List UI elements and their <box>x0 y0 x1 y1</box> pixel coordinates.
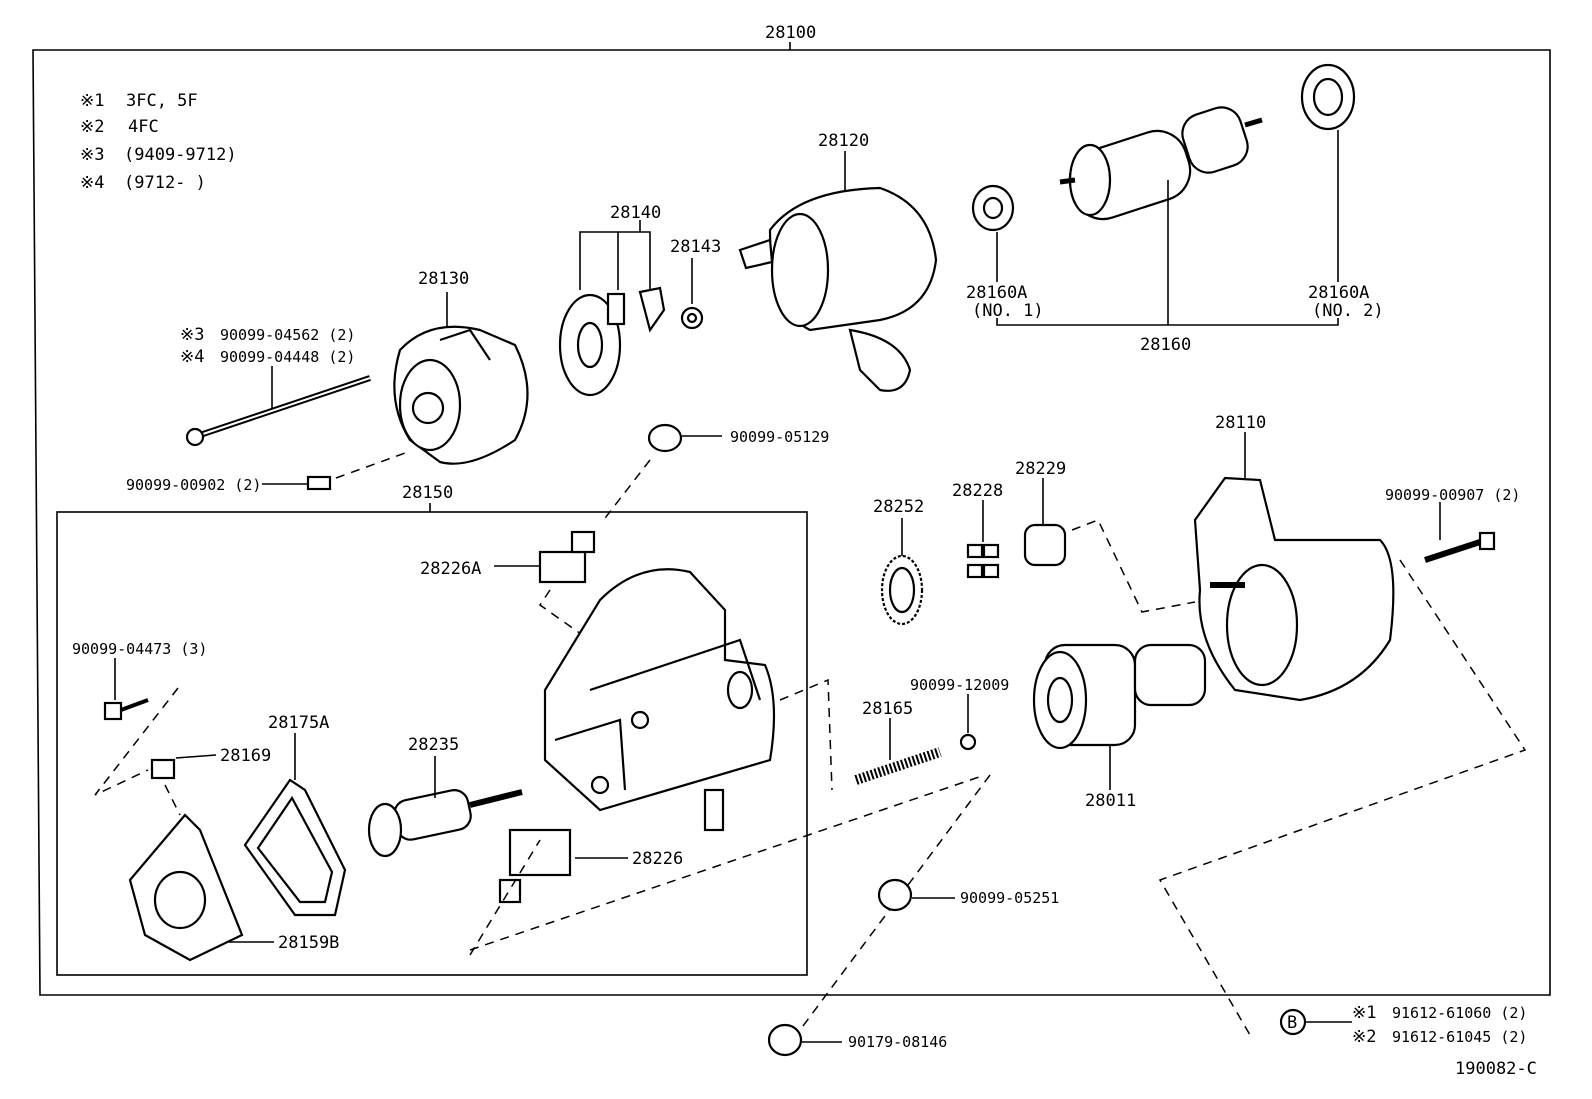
label-28110: 28110 <box>1215 413 1266 433</box>
part-28110-starter-housing <box>1193 432 1395 702</box>
note-2-text: 4FC <box>128 117 159 137</box>
label-28228: 28228 <box>952 481 1003 501</box>
part-28169-clip <box>150 754 217 816</box>
label-28226: 28226 <box>632 849 683 869</box>
note-3-mark: ※3 <box>80 145 104 165</box>
part-28160A-bearing-no1 <box>971 184 1015 282</box>
part-28226-contact-terminal <box>469 828 628 956</box>
label-28120: 28120 <box>818 131 869 151</box>
part-28011-starter-clutch <box>1032 643 1207 790</box>
label-bolt-90099-04473: 90099-04473 (3) <box>72 640 207 658</box>
bolt-note-4-mark: ※4 <box>180 347 204 367</box>
note-1-text: 3FC, 5F <box>126 91 198 111</box>
part-28252-idler-gear <box>880 518 924 626</box>
label-bolt-90099-00907: 90099-00907 (2) <box>1385 486 1520 504</box>
label-28160: 28160 <box>1140 335 1191 355</box>
callout-b: B <box>1279 1008 1352 1036</box>
part-28165-spring <box>854 718 942 785</box>
note-4-mark: ※4 <box>80 173 104 193</box>
part-28160-armature <box>1059 106 1263 325</box>
cap-90099-05251 <box>877 878 955 912</box>
part-28140-brush-holder <box>558 220 666 397</box>
cap-90099-05129 <box>601 423 722 523</box>
label-ball-90099-12009: 90099-12009 <box>910 676 1009 694</box>
callout-b-letter: B <box>1287 1013 1297 1033</box>
label-28229: 28229 <box>1015 459 1066 479</box>
ball-90099-12009 <box>959 694 977 751</box>
label-cap-90099-05129: 90099-05129 <box>730 428 829 446</box>
label-28169: 28169 <box>220 746 271 766</box>
part-28228-rollers <box>966 500 1000 579</box>
label-screw-90099-00902: 90099-00902 (2) <box>126 476 261 494</box>
bolt-90099-00907 <box>1158 502 1527 1036</box>
label-28150: 28150 <box>402 483 453 503</box>
label-bolt-91612-61060: 91612-61060 (2) <box>1392 1004 1527 1022</box>
part-28130-commutator-end-frame <box>393 292 529 465</box>
part-28175A-gasket <box>243 733 347 917</box>
label-cap-90099-05251: 90099-05251 <box>960 889 1059 907</box>
label-28226A: 28226A <box>420 559 481 579</box>
assembly-frame <box>32 42 1551 996</box>
magnetic-switch-housing <box>543 568 833 832</box>
part-28143-brush-spring <box>680 258 704 330</box>
label-28160A-no1: 28160A <box>966 283 1027 303</box>
subassembly-frame-28150 <box>56 511 808 976</box>
label-28160A-no1-sub: (NO. 1) <box>972 301 1044 321</box>
note-3-text: (9409-9712) <box>124 145 237 165</box>
screw-90099-00902 <box>262 451 409 491</box>
figure-code: 190082-C <box>1455 1059 1537 1079</box>
label-28130: 28130 <box>418 269 469 289</box>
label-28175A: 28175A <box>268 713 329 733</box>
label-28159B: 28159B <box>278 933 339 953</box>
label-28011: 28011 <box>1085 791 1136 811</box>
label-28160A-no2-sub: (NO. 2) <box>1312 301 1384 321</box>
assembly-number-label: 28100 <box>765 23 816 43</box>
note-4-text: (9712- ) <box>124 173 206 193</box>
label-28165: 28165 <box>862 699 913 719</box>
b-note-1-mark: ※1 <box>1352 1003 1376 1023</box>
cap-90179-08146 <box>767 1023 842 1057</box>
bolt-note-3-mark: ※3 <box>180 325 204 345</box>
label-28143: 28143 <box>670 237 721 257</box>
label-28252: 28252 <box>873 497 924 517</box>
label-bolt-91612-61045: 91612-61045 (2) <box>1392 1028 1527 1046</box>
part-28235-plunger <box>367 756 523 858</box>
note-1-mark: ※1 <box>80 91 104 111</box>
label-cap-90179-08146: 90179-08146 <box>848 1033 947 1051</box>
label-bolt-90099-04562: 90099-04562 (2) <box>220 326 355 344</box>
part-28120-yoke <box>738 151 938 392</box>
label-bolt-90099-04448: 90099-04448 (2) <box>220 348 355 366</box>
part-28160A-bearing-no2 <box>1300 63 1356 282</box>
notes-legend: ※1 3FC, 5F ※2 4FC ※3 (9409-9712) ※4 (971… <box>80 91 237 193</box>
bolt-90099-04473 <box>94 658 179 796</box>
part-28159B-switch-cover <box>128 813 274 962</box>
b-note-2-mark: ※2 <box>1352 1027 1376 1047</box>
label-28235: 28235 <box>408 735 459 755</box>
note-2-mark: ※2 <box>80 117 104 137</box>
through-bolt <box>185 366 371 447</box>
label-28160A-no2: 28160A <box>1308 283 1369 303</box>
label-28140: 28140 <box>610 203 661 223</box>
part-28229-retainer <box>1023 478 1196 613</box>
